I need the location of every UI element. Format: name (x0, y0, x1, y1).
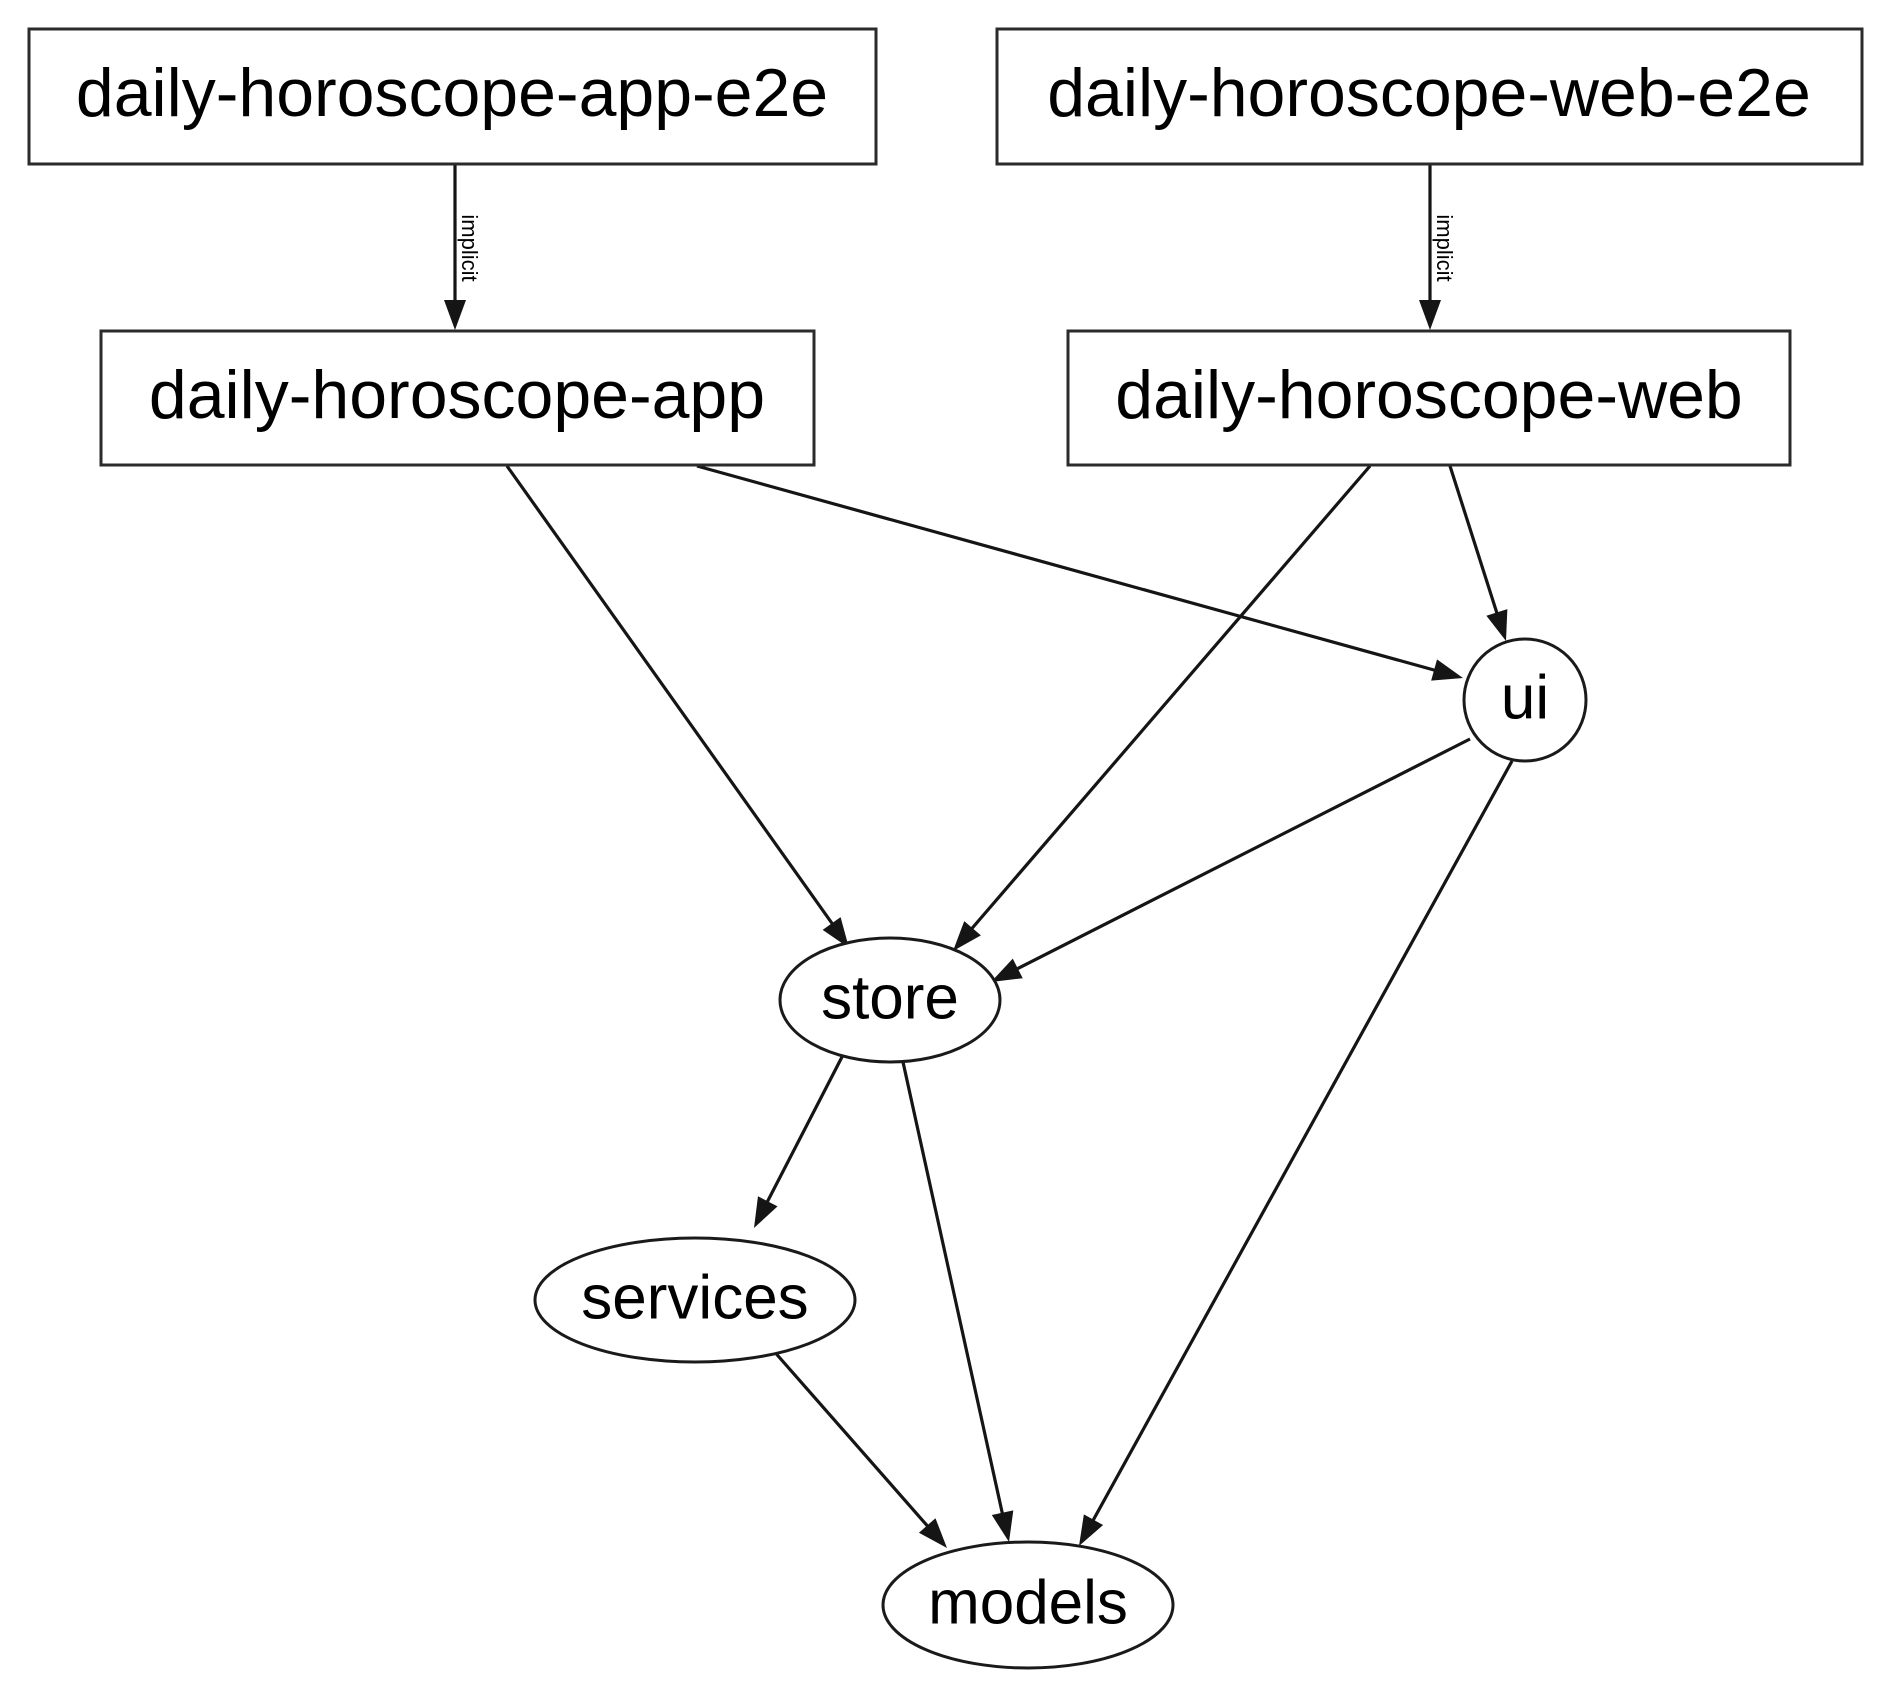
node-label: daily-horoscope-web (1115, 357, 1742, 433)
node-ellipse[interactable] (778, 936, 1002, 1064)
graph-edge (754, 1054, 845, 1228)
edge-line (1448, 465, 1504, 630)
edge-line (1002, 737, 1471, 978)
node-label: daily-horoscope-app (149, 357, 765, 433)
graph-edge: implicit (1419, 164, 1457, 330)
graph-edge (991, 737, 1471, 982)
graph-node-daily-horoscope-app[interactable]: daily-horoscope-app (99, 329, 816, 467)
edge-arrowhead-icon (991, 958, 1023, 982)
node-label: store (821, 963, 959, 1032)
node-rect[interactable] (1066, 329, 1792, 467)
edge-arrowhead-icon (1431, 659, 1463, 681)
node-ellipse[interactable] (533, 1236, 857, 1364)
graph-node-daily-horoscope-app-e2e[interactable]: daily-horoscope-app-e2e (27, 27, 878, 166)
node-label: ui (1501, 663, 1549, 732)
node-label: daily-horoscope-app-e2e (76, 55, 828, 131)
edge-arrowhead-icon (1079, 1514, 1104, 1546)
nodes-layer: daily-horoscope-app-e2e daily-horoscope-w… (27, 27, 1864, 1670)
edge-line (696, 464, 1453, 677)
edge-line (1083, 760, 1514, 1536)
graph-node-daily-horoscope-web[interactable]: daily-horoscope-web (1066, 329, 1792, 467)
edge-arrowhead-icon (822, 917, 849, 948)
node-rect[interactable] (27, 27, 878, 166)
edge-arrowhead-icon (444, 300, 466, 330)
graph-edge (770, 1347, 947, 1548)
edge-line (901, 1061, 1008, 1531)
node-rect[interactable] (995, 27, 1864, 166)
edge-label: implicit (1432, 214, 1457, 281)
edge-line (960, 464, 1372, 942)
graph-node-models[interactable]: models (881, 1540, 1175, 1670)
node-label: models (928, 1568, 1128, 1637)
edge-arrowhead-icon (1486, 609, 1508, 641)
graph-node-daily-horoscope-web-e2e[interactable]: daily-horoscope-web-e2e (995, 27, 1864, 166)
graph-edge (953, 464, 1372, 951)
node-ellipse[interactable] (1462, 637, 1588, 763)
graph-node-store[interactable]: store (778, 936, 1002, 1064)
graph-node-services[interactable]: services (533, 1236, 857, 1364)
node-label: services (581, 1263, 808, 1332)
graph-edge (901, 1061, 1014, 1542)
graph-edge: implicit (444, 164, 482, 330)
edge-arrowhead-icon (991, 1510, 1014, 1542)
graph-edge (696, 464, 1463, 681)
graph-edge (505, 465, 849, 948)
edge-arrowhead-icon (918, 1518, 947, 1548)
edge-line (770, 1347, 940, 1540)
edge-arrowhead-icon (1419, 300, 1441, 330)
node-ellipse[interactable] (881, 1540, 1175, 1670)
edge-arrowhead-icon (953, 921, 981, 951)
graph-edge (1448, 465, 1508, 641)
node-rect[interactable] (99, 329, 816, 467)
edge-line (505, 465, 843, 937)
node-label: daily-horoscope-web-e2e (1047, 55, 1811, 131)
edge-arrowhead-icon (754, 1196, 778, 1228)
edge-label: implicit (457, 214, 482, 281)
graph-edge (1079, 760, 1514, 1546)
graph-node-ui[interactable]: ui (1462, 637, 1588, 763)
edge-line (758, 1054, 845, 1217)
edges-layer: implicit implicit (444, 164, 1514, 1548)
